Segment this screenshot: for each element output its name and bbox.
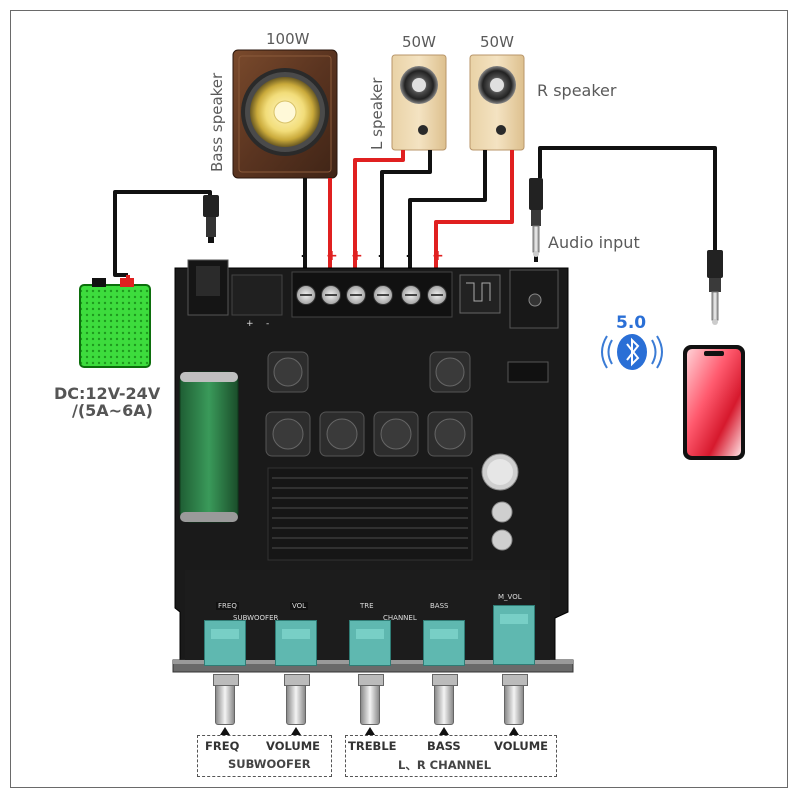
bass-speaker — [232, 49, 338, 179]
pointer-arrow-icon — [365, 727, 375, 735]
audio-input-label: Audio input — [548, 233, 640, 252]
knob-shaft[interactable] — [213, 674, 239, 725]
terminal-screw — [373, 285, 393, 305]
knob-shaft[interactable] — [432, 674, 458, 725]
bass-wattage: 100W — [266, 30, 310, 48]
svg-text:+: + — [246, 319, 254, 329]
knob-shaft[interactable] — [358, 674, 384, 725]
board-subwoofer-label: SUBWOOFER — [233, 614, 279, 622]
channel-group-label: L、R CHANNEL — [398, 758, 492, 772]
power-spec-line2: /(5A~6A) — [72, 401, 153, 420]
pointer-arrow-icon — [291, 727, 301, 735]
knob-label-freq: FREQ — [205, 739, 240, 753]
board-mvol-label: M_VOL — [498, 593, 522, 601]
potentiometer — [349, 620, 391, 666]
terminal-screw — [401, 285, 421, 305]
channel-group-box — [345, 735, 557, 777]
terminal-polarity-label: + — [351, 248, 363, 264]
terminal-screw — [346, 285, 366, 305]
terminal-screw — [427, 285, 447, 305]
knob-label-sub-volume: VOLUME — [266, 739, 321, 753]
left-speaker-label: L speaker — [368, 77, 386, 150]
board-bass-label: BASS — [430, 602, 449, 610]
smartphone — [683, 345, 745, 460]
knob-label-treble: TREBLE — [348, 739, 397, 753]
terminal-polarity-label: + — [326, 248, 338, 264]
board-freq-label: FREQ — [216, 602, 239, 610]
left-speaker — [391, 54, 447, 151]
board-tre-label: TRE — [360, 602, 374, 610]
terminal-screw — [321, 285, 341, 305]
terminal-polarity-label: - — [406, 248, 412, 264]
bluetooth-version: 5.0 — [616, 313, 647, 333]
power-spec-line1: DC:12V-24V — [54, 384, 161, 403]
terminal-polarity-label: - — [378, 248, 384, 264]
potentiometer — [423, 620, 465, 666]
pointer-arrow-icon — [220, 727, 230, 735]
subwoofer-group-box — [197, 735, 332, 777]
amplifier-board: + - — [172, 259, 574, 673]
diagram-frame — [10, 10, 788, 788]
left-wattage: 50W — [402, 33, 436, 51]
pointer-arrow-icon — [439, 727, 449, 735]
knob-label-bass: BASS — [427, 739, 461, 753]
audio-plug — [529, 178, 543, 257]
right-wattage: 50W — [480, 33, 514, 51]
board-vol-label: VOL — [290, 602, 309, 610]
right-speaker — [469, 54, 525, 151]
knob-shaft[interactable] — [284, 674, 310, 725]
svg-text:-: - — [266, 319, 269, 329]
right-speaker-label: R speaker — [537, 81, 617, 100]
terminal-polarity-label: - — [301, 248, 307, 264]
pointer-arrow-icon — [509, 727, 519, 735]
phone-plug — [707, 250, 723, 325]
knob-label-main-volume: VOLUME — [494, 739, 549, 753]
potentiometer — [275, 620, 317, 666]
knob-shaft[interactable] — [502, 674, 528, 725]
bass-speaker-label: Bass speaker — [208, 72, 226, 172]
subwoofer-group-label: SUBWOOFER — [228, 757, 311, 771]
bluetooth-icon — [601, 334, 663, 370]
dc-plug — [203, 195, 219, 243]
terminal-screw — [296, 285, 316, 305]
battery — [79, 278, 151, 368]
potentiometer — [493, 605, 535, 665]
board-channel-label: CHANNEL — [383, 614, 417, 622]
potentiometer — [204, 620, 246, 666]
terminal-polarity-label: + — [432, 248, 444, 264]
